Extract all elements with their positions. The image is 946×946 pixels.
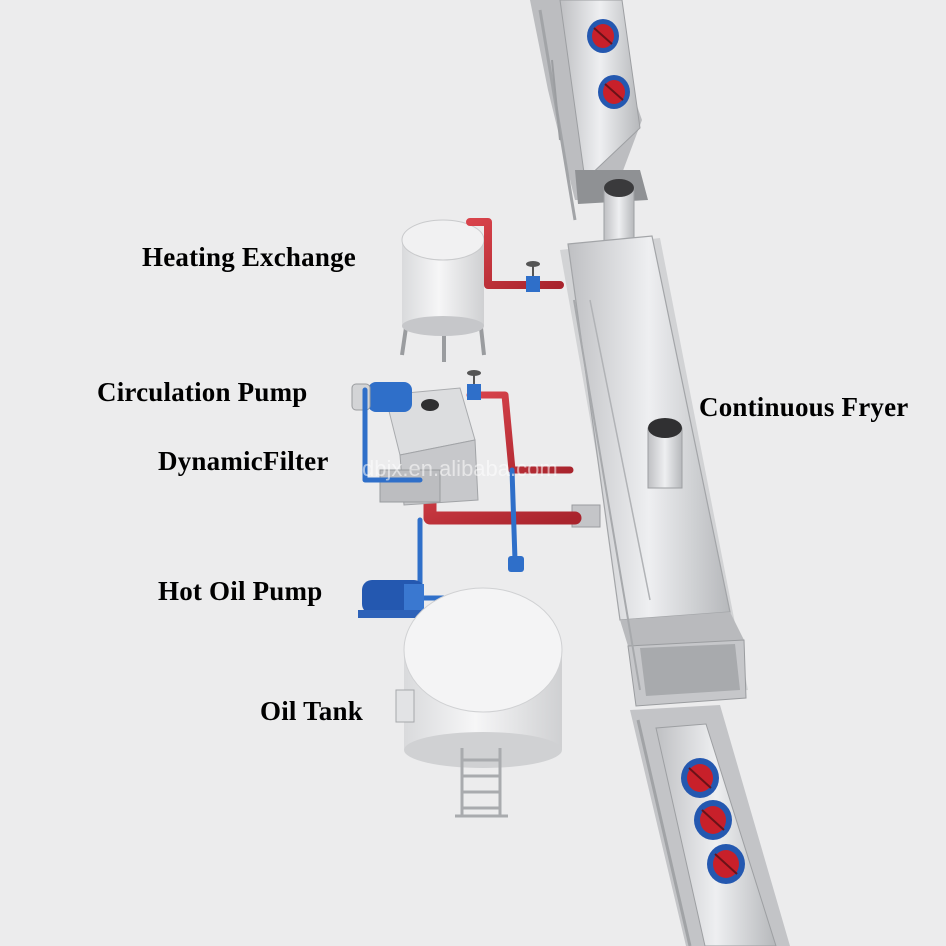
- label-circulation-pump: Circulation Pump: [97, 377, 308, 407]
- continuous-fryer: [560, 235, 748, 707]
- upper-cooling-conveyor: [530, 0, 648, 245]
- fan-icon: [694, 800, 732, 840]
- pump-motor-icon: [358, 580, 428, 618]
- fan-icon: [587, 19, 619, 53]
- valve-icon: [467, 370, 481, 400]
- label-hot-oil-pump: Hot Oil Pump: [158, 576, 323, 606]
- label-dynamic-filter: DynamicFilter: [158, 446, 329, 476]
- valve-icon: [508, 556, 524, 572]
- fan-icon: [681, 758, 719, 798]
- watermark: dbjx.en.alibaba.com: [362, 456, 558, 481]
- lower-cooling-conveyor: [630, 705, 790, 946]
- valve-icon: [526, 261, 540, 292]
- heating-exchanger: [400, 219, 486, 362]
- fan-icon: [598, 75, 630, 109]
- label-heating-exchange: Heating Exchange: [142, 242, 356, 272]
- label-continuous-fryer: Continuous Fryer: [699, 392, 909, 422]
- fan-icon: [707, 844, 745, 884]
- label-oil-tank: Oil Tank: [260, 696, 363, 726]
- pump-motor-icon: [351, 382, 412, 412]
- ladder-icon: [455, 748, 508, 818]
- oil-tank: [395, 587, 563, 768]
